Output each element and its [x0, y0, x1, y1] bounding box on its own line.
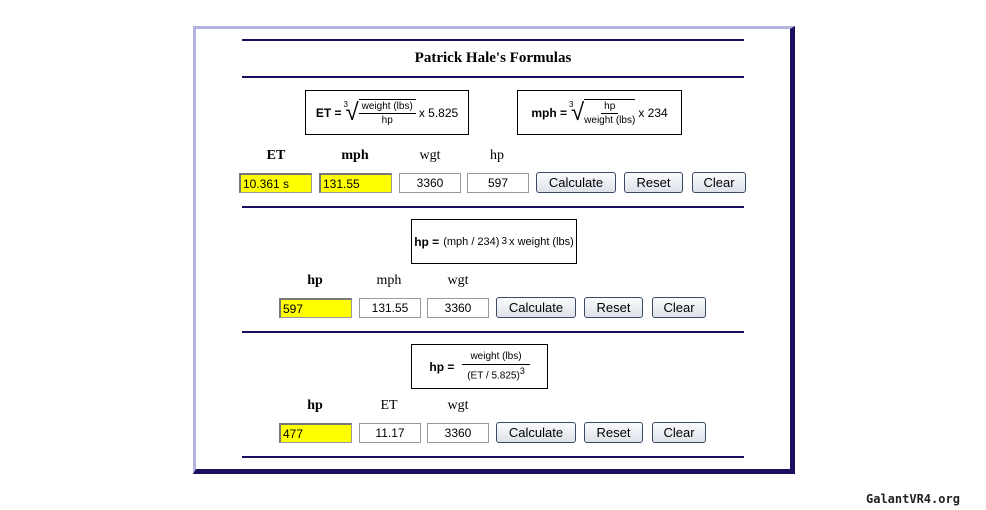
divider — [242, 456, 744, 458]
label-mph: mph — [341, 148, 369, 163]
wgt-input[interactable] — [427, 298, 489, 318]
hp-from-et-formula: hp = weight (lbs)(ET / 5.825)3 — [411, 344, 548, 389]
wgt-input[interactable] — [399, 173, 461, 193]
divider — [242, 76, 744, 78]
hp-result-field[interactable] — [279, 298, 352, 318]
label-hp: hp — [490, 148, 504, 163]
page-title: Patrick Hale's Formulas — [414, 50, 572, 66]
calculate-button[interactable]: Calculate — [496, 297, 576, 318]
label-mph: mph — [376, 273, 402, 288]
reset-button[interactable]: Reset — [584, 297, 643, 318]
clear-button[interactable]: Clear — [692, 172, 746, 193]
divider — [242, 39, 744, 41]
hp-result-field[interactable] — [279, 423, 352, 443]
et-formula: ET = √3 weight (lbs)hp x 5.825 — [305, 90, 469, 135]
et-input[interactable] — [359, 423, 421, 443]
label-et: ET — [380, 398, 398, 413]
et-result-field[interactable] — [239, 173, 312, 193]
watermark: GalantVR4.org — [866, 492, 960, 506]
mph-result-field[interactable] — [319, 173, 392, 193]
reset-button[interactable]: Reset — [624, 172, 683, 193]
calculate-button[interactable]: Calculate — [536, 172, 616, 193]
label-wgt: wgt — [419, 148, 441, 163]
divider — [242, 331, 744, 333]
hp-input[interactable] — [467, 173, 529, 193]
label-wgt: wgt — [447, 273, 469, 288]
wgt-input[interactable] — [427, 423, 489, 443]
hp-from-mph-formula: hp = (mph / 234)3 x weight (lbs) — [411, 219, 577, 264]
label-hp: hp — [307, 273, 323, 288]
clear-button[interactable]: Clear — [652, 297, 706, 318]
clear-button[interactable]: Clear — [652, 422, 706, 443]
mph-input[interactable] — [359, 298, 421, 318]
label-hp: hp — [307, 398, 323, 413]
divider — [242, 206, 744, 208]
reset-button[interactable]: Reset — [584, 422, 643, 443]
label-et: ET — [266, 148, 286, 163]
label-wgt: wgt — [447, 398, 469, 413]
calculate-button[interactable]: Calculate — [496, 422, 576, 443]
